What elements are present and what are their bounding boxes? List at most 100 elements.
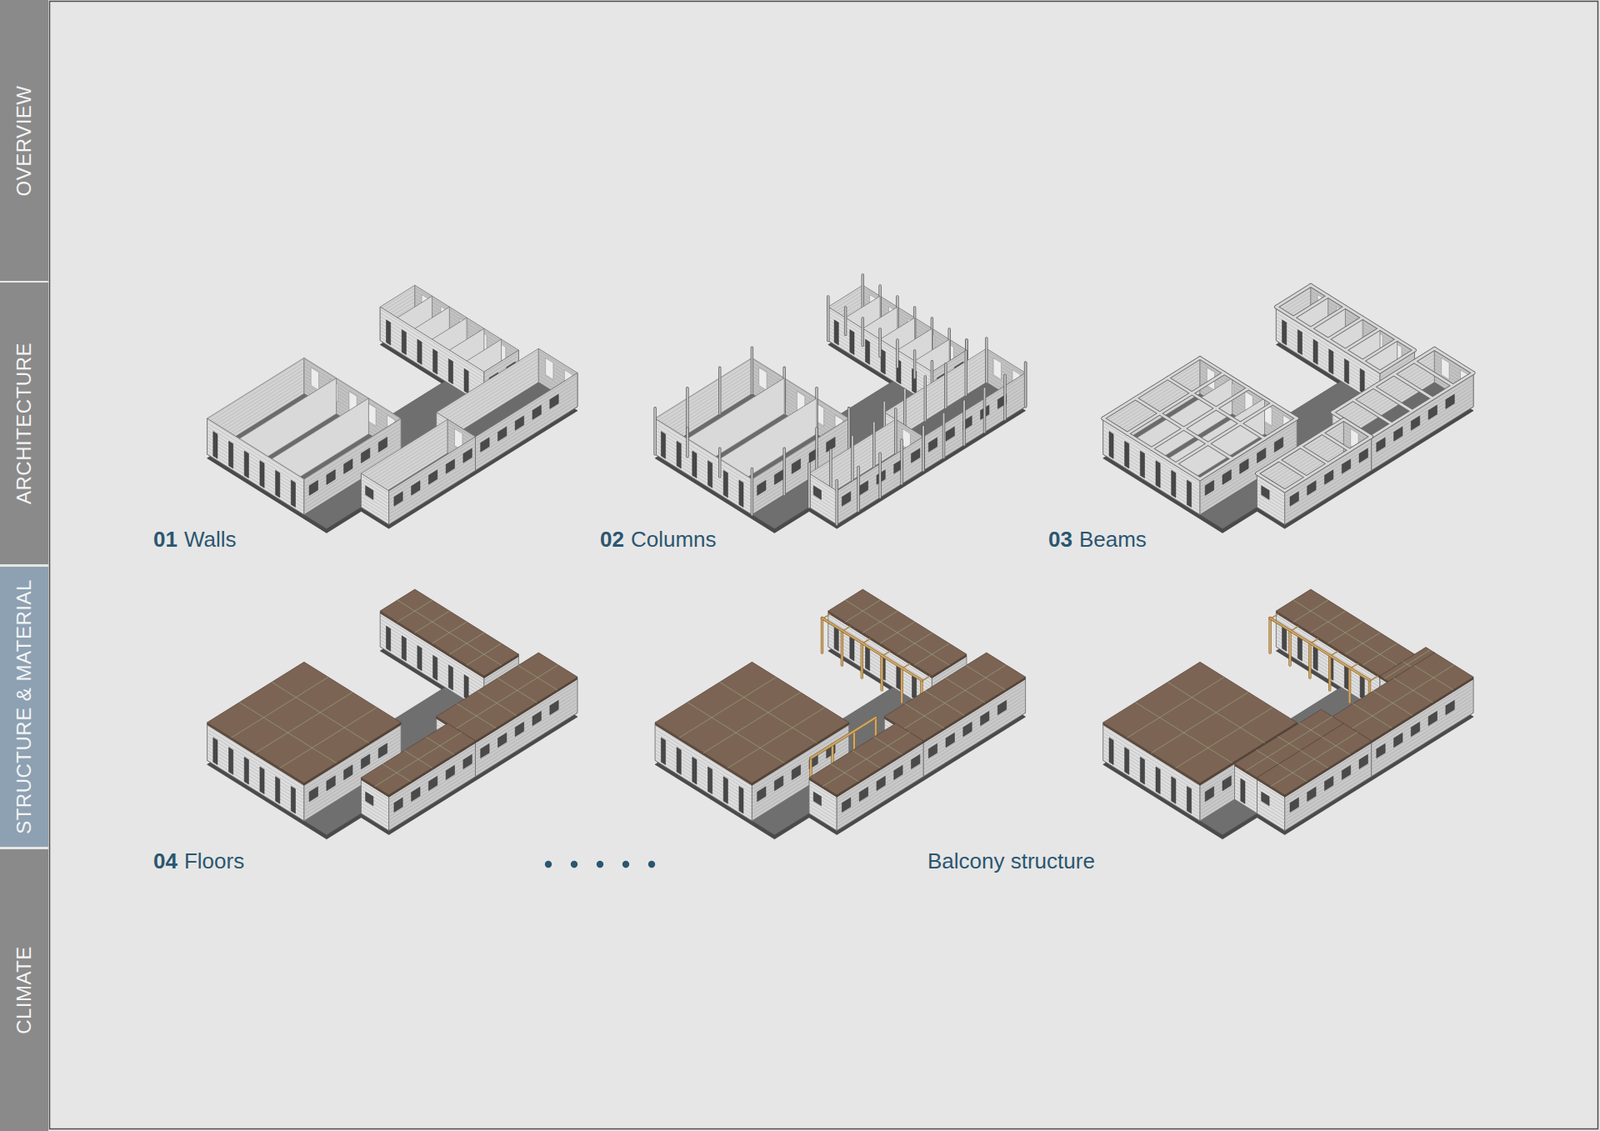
brick-course [360, 486, 389, 505]
floor-grid [1127, 676, 1225, 738]
brick-course [923, 385, 1026, 450]
beam [1393, 374, 1433, 399]
door-opening [1155, 766, 1160, 795]
brick-course [809, 486, 837, 505]
brick-course [1103, 422, 1200, 484]
brick-course [207, 430, 305, 491]
brick-course [475, 400, 579, 465]
window-opening [344, 765, 353, 780]
ground-slab [655, 625, 1026, 835]
wall [923, 372, 1026, 470]
ellipsis-dot [622, 860, 630, 868]
timber-post [822, 618, 922, 681]
sidebar-tab: STRUCTURE & MATERIAL [0, 566, 49, 847]
floor-grid [830, 764, 859, 782]
wall [809, 473, 837, 525]
column [945, 364, 947, 409]
beam [1300, 446, 1328, 465]
building-wing [809, 409, 924, 525]
door-opening [213, 737, 218, 765]
column [719, 448, 721, 477]
floor-grid [1279, 764, 1307, 782]
brick-course [1275, 333, 1380, 399]
door-opening [213, 431, 218, 460]
column [848, 408, 850, 455]
ellipsis-dot [596, 860, 604, 868]
beam [1332, 348, 1435, 413]
timber-post [1269, 618, 1271, 654]
building-wing [1257, 723, 1372, 831]
brick-course [1103, 430, 1200, 491]
ground-slab-edge [207, 323, 578, 534]
brick-course [360, 503, 389, 521]
isometric-drawings [207, 275, 1475, 840]
brick-course [389, 442, 476, 497]
floor-grid [1321, 736, 1350, 755]
timber-post [1349, 667, 1351, 703]
brick-course [389, 456, 476, 511]
floor-grid [280, 707, 377, 769]
door-opening [417, 645, 422, 671]
door-opening [1140, 756, 1145, 785]
column [924, 376, 926, 421]
timber-post [1270, 618, 1370, 681]
window-opening [894, 765, 903, 780]
door-opening [275, 470, 280, 498]
floor-grid [1351, 665, 1455, 730]
brick-course [923, 403, 1026, 468]
timber-post [821, 618, 824, 654]
brick-course [380, 333, 485, 399]
wall [475, 372, 579, 470]
window-opening [997, 700, 1006, 715]
floor-grid [1414, 665, 1454, 690]
window-opening [445, 765, 455, 780]
ground-slab-edge [1103, 323, 1474, 534]
floor-plate [380, 589, 519, 676]
window-opening [365, 485, 374, 500]
door-opening [1360, 368, 1365, 394]
brick-course [207, 447, 305, 509]
beam [1275, 285, 1311, 307]
column [985, 338, 988, 383]
door-opening [880, 349, 885, 375]
brick-course [1235, 785, 1258, 800]
column [983, 388, 986, 433]
beam [1328, 317, 1364, 340]
floor-grid [518, 665, 558, 690]
column [851, 435, 854, 480]
window-opening [309, 786, 318, 802]
door-opening [1171, 470, 1176, 498]
brick-course [1371, 379, 1475, 444]
step-number: 01 [153, 528, 178, 550]
door-opening [401, 330, 406, 355]
column [879, 453, 881, 498]
column [879, 329, 881, 357]
brick-course [828, 312, 933, 378]
window-opening [1410, 721, 1420, 736]
column [827, 296, 830, 341]
brick-course [1257, 792, 1285, 810]
floor-grid [404, 750, 432, 769]
brick-course [655, 447, 752, 509]
column [922, 426, 925, 471]
ground-slab [1103, 319, 1474, 530]
beam [1343, 419, 1371, 437]
column [718, 448, 721, 477]
floor-grid [925, 690, 965, 715]
window-opening [463, 754, 472, 769]
window-opening [1307, 480, 1316, 495]
beam [1414, 361, 1454, 386]
brick-course [1275, 312, 1380, 378]
door-opening [229, 747, 234, 775]
floor-grid [425, 736, 454, 755]
column [861, 318, 865, 346]
brick-course [1434, 350, 1474, 375]
floor-grid [456, 703, 496, 728]
beam [1434, 348, 1474, 373]
window-opening [963, 721, 972, 736]
window-opening [911, 448, 920, 463]
column [944, 364, 947, 409]
door-opening [1297, 635, 1302, 661]
door-opening [448, 665, 453, 690]
